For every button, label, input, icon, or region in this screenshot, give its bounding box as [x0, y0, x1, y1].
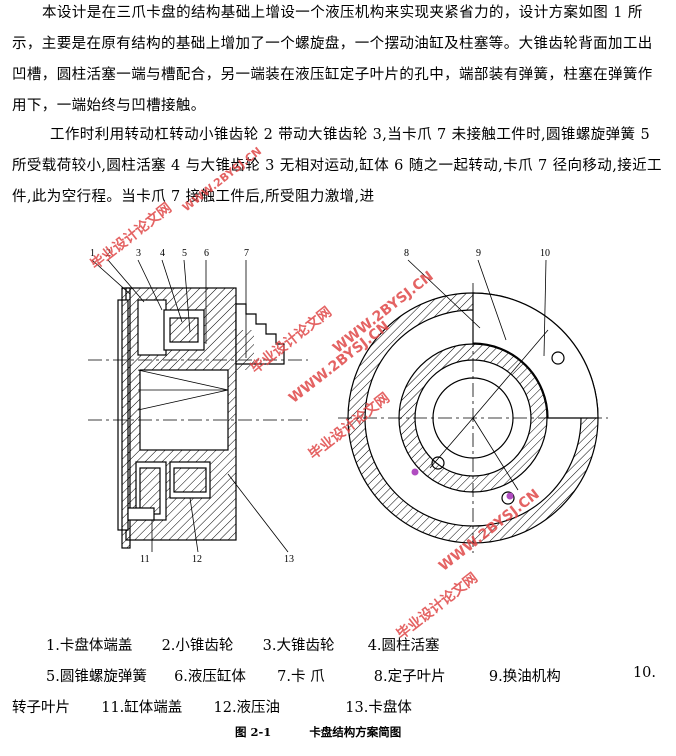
part-label: 4 — [160, 248, 165, 259]
legend-line-2: 5.圆锥螺旋弹簧 6.液压缸体 7.卡 爪 8.定子叶片 9.换油机构 10. — [46, 665, 656, 686]
legend-line-1: 1.卡盘体端盖 2.小锥齿轮 3.大锥齿轮 4.圆柱活塞 — [46, 634, 440, 655]
paragraph-1: 本设计是在三爪卡盘的结构基础上增设一个液压机构来实现夹紧省力的，设计方案如图 1… — [12, 5, 653, 114]
legend-item: 9.换油机构 — [488, 669, 561, 685]
legend-item: 转子叶片 — [12, 700, 70, 716]
legend-item: 8.定子叶片 — [373, 669, 446, 685]
figure-labels: 1 2 3 4 5 6 7 11 12 13 8 9 10 — [90, 248, 550, 565]
part-label: 7 — [244, 248, 249, 259]
part-label: 5 — [182, 248, 187, 259]
part-label: 13 — [284, 554, 294, 565]
part-label: 12 — [192, 554, 202, 565]
legend-item: 3.大锥齿轮 — [262, 638, 335, 654]
caption-number: 图 2-1 — [235, 725, 272, 739]
part-label: 8 — [404, 248, 409, 259]
legend-item: 7.卡 爪 — [277, 669, 325, 685]
legend-item: 1.卡盘体端盖 — [46, 638, 133, 654]
part-label: 3 — [136, 248, 141, 259]
legend-item: 6.液压缸体 — [174, 669, 246, 685]
part-label: 2 — [106, 248, 111, 259]
part-label: 11 — [140, 554, 150, 565]
legend-line-3: 转子叶片 11.缸体端盖 12.液压油 13.卡盘体 — [12, 696, 412, 717]
part-label: 10 — [540, 248, 550, 259]
legend-item: 11.缸体端盖 — [101, 700, 183, 716]
caption-title: 卡盘结构方案简图 — [309, 725, 402, 739]
section-view — [88, 259, 308, 553]
end-view — [338, 259, 608, 553]
legend-item: 5.圆锥螺旋弹簧 — [46, 669, 147, 685]
legend-item: 13.卡盘体 — [345, 700, 412, 716]
figure-caption: 图 2-1 卡盘结构方案简图 — [235, 724, 401, 740]
paragraph-2: 工作时利用转动杠转动小锥齿轮 2 带动大锥齿轮 3,当卡爪 7 未接触工件时,圆… — [12, 127, 662, 205]
part-label: 6 — [204, 248, 209, 259]
legend-item: 2.小锥齿轮 — [161, 638, 234, 654]
legend-item: 10. — [632, 665, 656, 681]
chuck-structure-figure: 1 2 3 4 5 6 7 11 12 13 8 9 10 — [88, 248, 608, 565]
legend-item: 12.液压油 — [213, 700, 281, 716]
legend-item: 4.圆柱活塞 — [367, 638, 440, 654]
part-label: 9 — [476, 248, 481, 259]
part-label: 1 — [90, 248, 95, 259]
